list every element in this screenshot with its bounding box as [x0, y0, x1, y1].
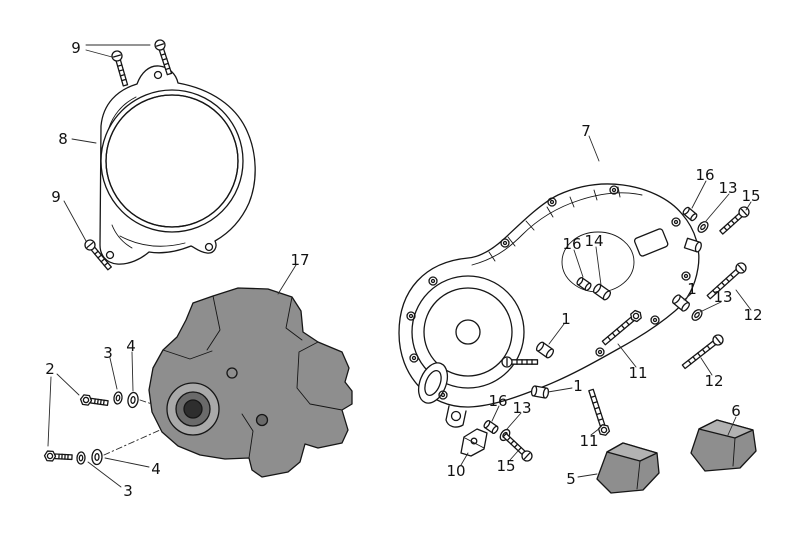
fastener-stack-lower: [43, 429, 161, 466]
washer: [90, 448, 104, 466]
leader-line: [735, 289, 752, 311]
leader-line: [277, 264, 297, 295]
leader-line: [683, 293, 692, 301]
callout-3: 3: [103, 344, 113, 362]
fastener-stack-upper: [79, 390, 153, 409]
callout-1: 1: [573, 377, 583, 395]
leader-line: [87, 461, 122, 488]
bolt-bosses: [406, 185, 691, 400]
leader-line: [577, 473, 598, 478]
callout-14: 14: [584, 232, 603, 250]
callout-9: 9: [71, 39, 81, 57]
callout-15: 15: [741, 187, 760, 205]
callout-15: 15: [496, 457, 515, 475]
callout-11: 11: [579, 432, 598, 450]
callout-1: 1: [687, 280, 697, 298]
screw: [110, 49, 131, 88]
engine-shroud: [148, 287, 353, 478]
washer: [689, 307, 705, 323]
leader-line: [727, 416, 737, 436]
leader-line: [548, 323, 565, 345]
callout-4: 4: [126, 337, 136, 355]
inspection-window: [633, 228, 669, 257]
callout-16: 16: [695, 166, 714, 184]
leader-line: [85, 49, 113, 58]
leader-line: [617, 343, 637, 368]
leader-line: [573, 249, 584, 278]
leader-line: [71, 138, 97, 144]
screw: [679, 332, 726, 372]
callout-9: 9: [51, 188, 61, 206]
callout-7: 7: [581, 122, 591, 140]
transmission-cover: [398, 183, 702, 428]
callout-16: 16: [488, 392, 507, 410]
callout-4: 4: [151, 460, 161, 478]
callout-2: 2: [45, 360, 55, 378]
washer: [126, 391, 140, 409]
callout-16: 16: [562, 235, 581, 253]
leader-line: [699, 301, 722, 313]
callout-1: 1: [561, 310, 571, 328]
cover-edge-pin: [683, 237, 702, 253]
wedge-shoe-right: [690, 419, 757, 472]
leader-line: [590, 427, 601, 436]
hex-bolt: [43, 450, 73, 463]
callout-10: 10: [446, 462, 465, 480]
callout-5: 5: [566, 470, 576, 488]
leader-line: [506, 412, 522, 430]
callout-6: 6: [731, 402, 741, 420]
fan-cover: [99, 65, 256, 265]
callout-3: 3: [123, 482, 133, 500]
wedge-shoe-left: [596, 442, 660, 494]
shroud-hole: [255, 413, 269, 427]
leader-line: [705, 193, 730, 222]
bracket: [460, 428, 488, 457]
leader-line: [47, 376, 52, 447]
leader-line: [104, 457, 150, 468]
callout-17: 17: [290, 251, 309, 269]
mounting-hole: [204, 242, 214, 252]
callout-12: 12: [704, 372, 723, 390]
callout-13: 13: [718, 179, 737, 197]
washer: [695, 219, 711, 235]
leader-line: [131, 351, 134, 392]
leader-line: [56, 373, 80, 396]
leader-line: [588, 135, 600, 162]
drain-spout: [445, 405, 467, 428]
leader-line: [109, 357, 118, 390]
leader-line: [491, 405, 500, 422]
leader-lines: [47, 44, 752, 488]
leader-line: [700, 357, 713, 376]
callout-8: 8: [58, 130, 68, 148]
callout-13: 13: [713, 288, 732, 306]
callout-12: 12: [743, 306, 762, 324]
hex-bolt: [79, 393, 110, 409]
leader-line: [745, 201, 752, 211]
callout-13: 13: [512, 399, 531, 417]
leader-line: [691, 180, 707, 209]
shroud-center-hole: [183, 399, 203, 419]
leader-line: [460, 452, 469, 466]
leader-line: [63, 200, 87, 242]
mounting-hole: [153, 70, 163, 80]
washer: [112, 390, 124, 406]
mounting-hole: [105, 250, 115, 260]
washer: [76, 451, 86, 465]
leader-line: [509, 450, 519, 461]
leader-line: [547, 387, 573, 393]
callout-11: 11: [628, 364, 647, 382]
variator-ring: [411, 275, 525, 389]
spacer-bushing: [530, 384, 550, 400]
leader-line: [595, 246, 602, 286]
